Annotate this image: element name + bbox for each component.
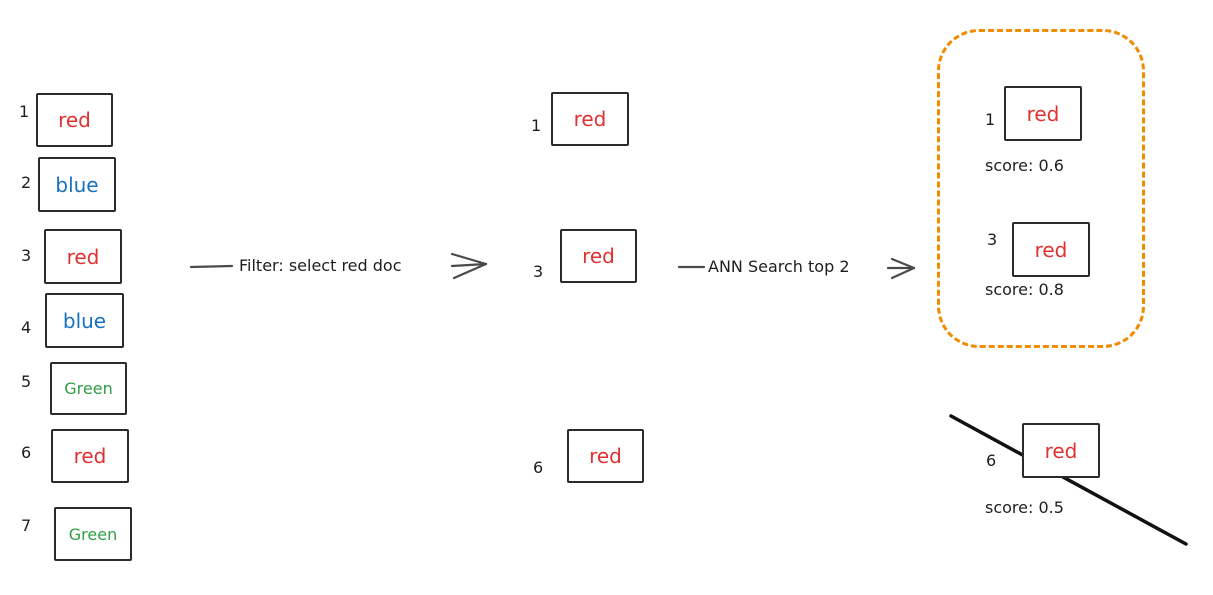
doc-number: 1 xyxy=(19,102,30,121)
doc-card: red xyxy=(567,429,644,483)
result-number: 3 xyxy=(987,230,998,249)
doc-card: red xyxy=(51,429,129,483)
top-results-highlight xyxy=(937,29,1145,348)
result-card: red xyxy=(1012,222,1090,277)
result-card: red xyxy=(1022,423,1100,478)
doc-card: red xyxy=(551,92,629,146)
doc-card: blue xyxy=(38,157,116,212)
doc-number: 6 xyxy=(21,443,32,462)
doc-card: red xyxy=(560,229,637,283)
result-number: 6 xyxy=(986,451,997,470)
result-score: score: 0.6 xyxy=(985,156,1064,175)
result-score: score: 0.5 xyxy=(985,498,1064,517)
result-number: 1 xyxy=(985,110,996,129)
doc-number: 2 xyxy=(21,173,32,192)
doc-card: red xyxy=(44,229,122,284)
doc-number: 3 xyxy=(21,246,32,265)
doc-card: Green xyxy=(54,507,132,561)
doc-number: 3 xyxy=(533,262,544,281)
search-arrow-label: ANN Search top 2 xyxy=(705,257,853,276)
result-score: score: 0.8 xyxy=(985,280,1064,299)
doc-number: 1 xyxy=(531,116,542,135)
doc-number: 4 xyxy=(21,318,32,337)
filter-arrow-label: Filter: select red doc xyxy=(236,256,405,275)
doc-card: red xyxy=(36,93,113,147)
doc-card: Green xyxy=(50,362,127,415)
doc-number: 6 xyxy=(533,458,544,477)
doc-number: 7 xyxy=(21,516,32,535)
doc-card: blue xyxy=(45,293,124,348)
doc-number: 5 xyxy=(21,372,32,391)
result-card: red xyxy=(1004,86,1082,141)
